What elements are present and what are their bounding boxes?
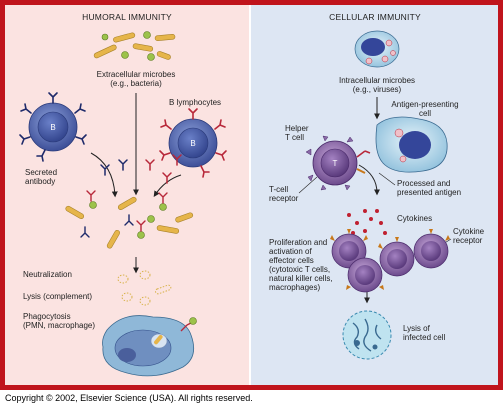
lysis-infected-label-2: infected cell <box>403 333 445 342</box>
helper-t-cell: T <box>305 135 371 191</box>
extracellular-bacteria <box>93 31 176 61</box>
phagocyte <box>102 315 197 377</box>
effector-cells <box>330 229 450 293</box>
secreted-antibody-label-2: antibody <box>25 177 55 186</box>
cytokine-receptor-label-2: receptor <box>453 236 483 245</box>
cellular-title: CELLULAR IMMUNITY <box>329 12 421 22</box>
proliferation-label-6: macrophages) <box>269 283 320 292</box>
processed-antigen-label-2: presented antigen <box>397 188 461 197</box>
cytokines <box>347 209 387 235</box>
lysed-infected-cell <box>342 310 392 360</box>
b-lymphocyte-left: B <box>19 92 87 162</box>
cytokine-receptor-label: Cytokine <box>453 227 485 236</box>
secreted-antibody-label: Secreted <box>25 168 57 177</box>
helper-t-label: Helper <box>285 124 309 133</box>
extracellular-example: (e.g., bacteria) <box>110 79 162 88</box>
svg-text:T: T <box>333 159 338 168</box>
apc-label-2: cell <box>419 109 431 118</box>
proliferation-label-1: Proliferation and <box>269 238 327 247</box>
copyright-notice: Copyright © 2002, Elsevier Science (USA)… <box>5 393 253 403</box>
svg-text:B: B <box>50 123 55 132</box>
antibody-coated-microbes <box>65 190 194 249</box>
antigen-presenting-cell <box>375 116 448 173</box>
proliferation-label-2: activation of <box>269 247 312 256</box>
proliferation-label-3: effector cells <box>269 256 314 265</box>
intracellular-label: Intracellular microbes <box>339 76 415 85</box>
lysis-infected-label: Lysis of <box>403 324 431 333</box>
virus-infected-cell <box>354 30 400 68</box>
helper-t-label-2: T cell <box>285 133 304 142</box>
phagocytosis-label: Phagocytosis <box>23 312 71 321</box>
humoral-title: HUMORAL IMMUNITY <box>82 12 172 22</box>
proliferation-label-5: natural killer cells, <box>269 274 333 283</box>
intracellular-example: (e.g., viruses) <box>353 85 402 94</box>
neutralization-label: Neutralization <box>23 270 72 279</box>
svg-text:B: B <box>190 139 195 148</box>
secreted-antibodies <box>100 154 182 184</box>
tcr-label-2: receptor <box>269 194 299 203</box>
immunity-diagram: HUMORAL IMMUNITY CELLULAR IMMUNITY Extra… <box>5 5 498 385</box>
cytokines-label: Cytokines <box>397 214 432 223</box>
extracellular-label: Extracellular microbes <box>97 70 176 79</box>
b-lymphocytes-label: B lymphocytes <box>169 98 221 107</box>
tcr-label: T-cell <box>269 185 288 194</box>
apc-label: Antigen-presenting <box>391 100 458 109</box>
lysed-microbes <box>117 270 172 306</box>
processed-antigen-label: Processed and <box>397 179 450 188</box>
lysis-complement-label: Lysis (complement) <box>23 292 92 301</box>
phagocytosis-cells-label: (PMN, macrophage) <box>23 321 95 330</box>
proliferation-label-4: (cytotoxic T cells, <box>269 265 330 274</box>
